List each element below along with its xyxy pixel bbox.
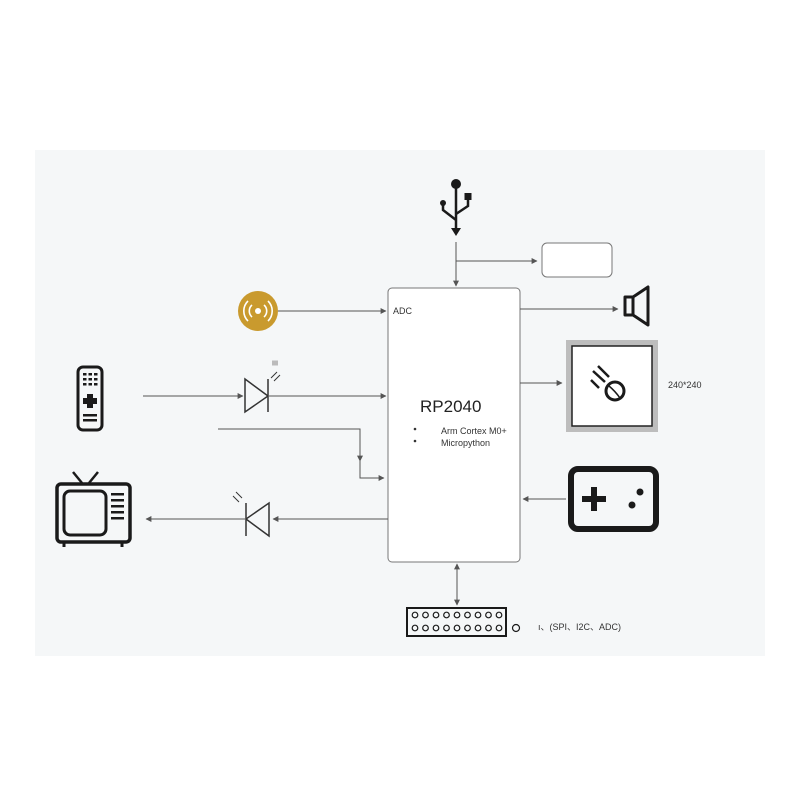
header-pin	[443, 624, 450, 632]
header-pin	[432, 611, 440, 619]
vibration-sensor-icon	[238, 291, 278, 331]
header-pin	[464, 611, 471, 619]
header-pin	[432, 624, 440, 632]
ir-led-diode-icon	[232, 491, 270, 538]
header-pin	[485, 624, 492, 632]
feature-bullet	[413, 427, 417, 431]
header-pin	[422, 624, 429, 632]
adc-label: ADC	[393, 306, 413, 316]
header-pin	[411, 624, 419, 632]
chip-title: RP2040	[420, 397, 482, 416]
header-pin	[474, 611, 482, 619]
usb-peripheral-box	[541, 242, 613, 278]
feature-bullet	[413, 439, 417, 443]
header-pin	[411, 611, 419, 619]
pin-header-label: ı、(SPI、I2C、ADC)	[538, 622, 622, 632]
header-pin	[443, 611, 450, 619]
lcd-display-icon	[566, 340, 658, 432]
header-pin	[495, 611, 503, 619]
header-pin	[495, 624, 503, 632]
display-resolution-label: 240*240	[668, 380, 702, 390]
usb-icon	[440, 179, 472, 236]
speaker-icon	[623, 285, 650, 327]
header-pin	[464, 624, 471, 632]
header-pin	[422, 611, 429, 619]
chip-feature-cortex: Arm Cortex M0+	[441, 426, 507, 436]
aux-input-connection	[218, 428, 385, 481]
ir-receiver-diode-icon	[244, 360, 281, 414]
header-pin	[453, 624, 461, 632]
tv-icon	[55, 471, 132, 547]
header-pin	[453, 611, 461, 619]
gamepad-icon	[568, 466, 659, 532]
chip-feature-micropython: Micropython	[441, 438, 491, 448]
header-pin	[485, 611, 492, 619]
header-pin	[474, 624, 482, 632]
pin-header-icon	[406, 607, 521, 637]
rp2040-block	[387, 287, 521, 563]
remote-control-icon	[76, 365, 104, 432]
